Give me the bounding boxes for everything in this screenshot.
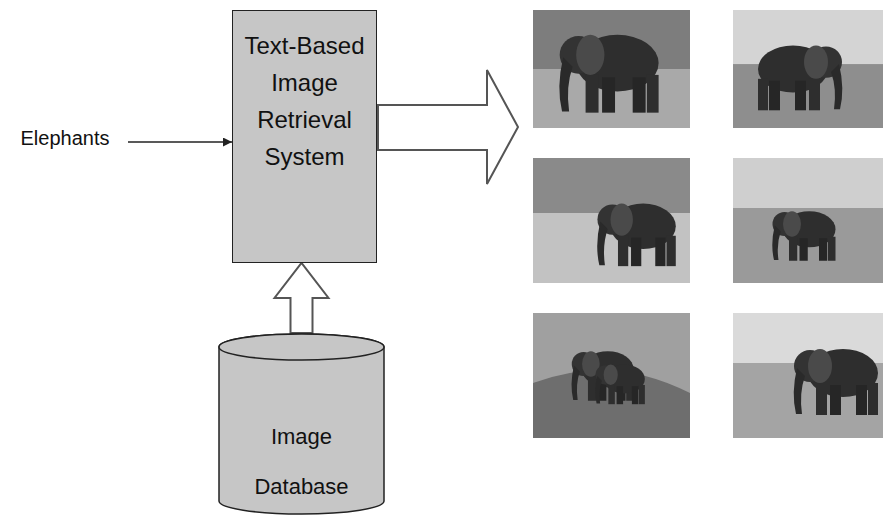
elephant-photo <box>733 158 883 283</box>
cylinder-top <box>219 334 384 360</box>
result-arrow <box>378 70 518 184</box>
process-box: Text-Based Image Retrieval System <box>232 10 377 263</box>
query-text: Elephants <box>6 124 124 160</box>
database-cylinder: Image Database <box>218 333 385 519</box>
elephant-photo <box>733 313 883 438</box>
elephant-photo <box>533 10 690 128</box>
node-label: Image Database <box>247 412 357 512</box>
node-label: Text-Based Image Retrieval System <box>235 27 374 175</box>
elephant-photo <box>733 10 883 128</box>
elephant-photo <box>533 313 690 438</box>
cylinder-body <box>219 334 384 514</box>
elephant-photo <box>533 158 690 283</box>
query-arrow <box>128 141 232 143</box>
block-arrow <box>275 263 329 333</box>
node-label: Elephants <box>21 124 110 152</box>
